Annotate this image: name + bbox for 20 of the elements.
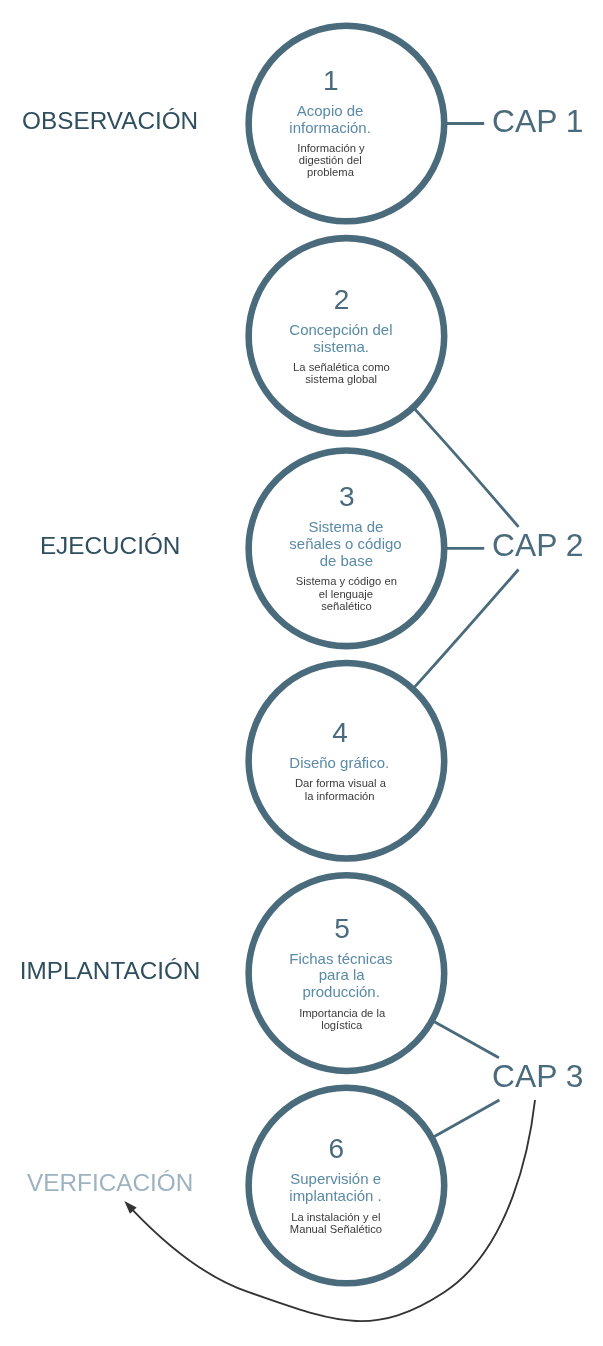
arrow xyxy=(124,1098,536,1322)
node-circle: 5 Fichas técnicas para la producción. Importancia de la logística xyxy=(245,871,448,1074)
connector xyxy=(431,1018,500,1059)
connector xyxy=(431,1098,501,1139)
node-text: CAP 2 xyxy=(492,526,584,563)
node-circle: 2 Concepción del sistema. La señalética como sistema global xyxy=(245,234,448,437)
node-text: CAP 1 xyxy=(492,102,584,139)
connector xyxy=(412,405,520,528)
node-circle: 3 Sistema de señales o código de base Sistema y código en el lenguaje señalético xyxy=(245,446,448,649)
label: IMPLANTACIÓN xyxy=(19,956,201,984)
connector xyxy=(444,121,485,125)
connector xyxy=(411,568,520,690)
connector xyxy=(444,546,485,550)
node-circle: 1 Acopio de información. Información y digestión del problema xyxy=(245,21,448,225)
node-text: VERFICACIÓN xyxy=(27,1168,194,1196)
label: OBSERVACIÓN xyxy=(22,106,199,134)
node-text: CAP 3 xyxy=(492,1057,584,1094)
label: EJECUCIÓN xyxy=(39,531,181,559)
node-circle: 6 Supervisión e implantación . La instalación y el Manual Señalético xyxy=(245,1083,448,1287)
node-circle: 4 Diseño gráfico. Dar forma visual a la información xyxy=(245,659,448,862)
